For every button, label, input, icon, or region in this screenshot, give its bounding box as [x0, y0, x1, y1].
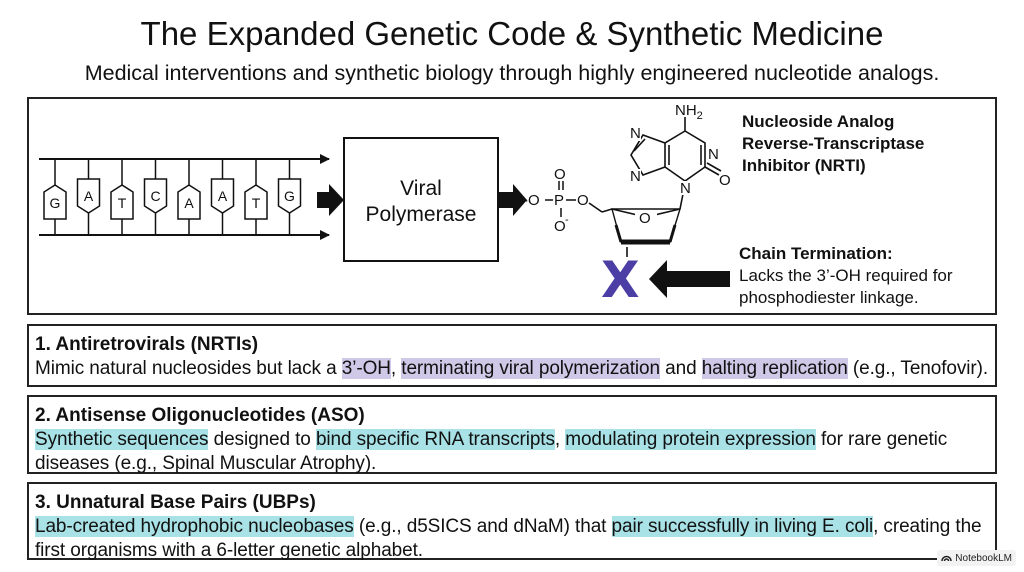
- highlighted-phrase: Synthetic sequences: [35, 429, 209, 450]
- phosphate-oxygen-bottom-charge: -: [565, 214, 569, 226]
- nucleoside-structure: [588, 117, 722, 257]
- card-body: Mimic natural nucleosides but lack a 3’-…: [35, 357, 989, 381]
- card-title: 1. Antiretrovirals (NRTIs): [35, 334, 259, 355]
- highlighted-phrase: Lab-created hydrophobic nucleobases: [35, 516, 354, 537]
- dna-base-5: A: [177, 159, 201, 235]
- ketone-oxygen: O: [719, 172, 731, 189]
- notebooklm-logo-icon: [941, 555, 953, 562]
- atom-n-4: N: [680, 180, 691, 197]
- highlighted-phrase: halting replication: [701, 358, 848, 379]
- highlighted-phrase: modulating protein expression: [565, 429, 816, 450]
- polymerase-box: [343, 137, 499, 262]
- notebooklm-watermark: NotebookLM: [937, 550, 1016, 566]
- output-arrow: [498, 184, 527, 216]
- dna-base-7: T: [244, 159, 268, 235]
- chain-termination-line2: phosphodiester linkage.: [739, 288, 919, 307]
- highlighted-phrase: 3’-OH: [341, 358, 391, 379]
- phosphate-group: -O P O O - O: [523, 166, 589, 235]
- card-antiretrovirals: 1. Antiretrovirals (NRTIs) Mimic natural…: [27, 324, 997, 387]
- body-text: , creating the first organisms with a 6-…: [35, 516, 982, 561]
- body-text: designed to: [208, 429, 316, 450]
- dna-base-letter: G: [50, 195, 61, 211]
- watermark-text: NotebookLM: [955, 552, 1012, 564]
- atom-n-1: N: [630, 125, 641, 142]
- blocked-x-mark: X: [601, 251, 640, 309]
- dna-base-8: G: [277, 159, 302, 235]
- card-antisense-oligonucleotides: 2. Antisense Oligonucleotides (ASO) Synt…: [27, 395, 997, 474]
- body-text: ,: [554, 429, 566, 450]
- chain-termination-line1: Lacks the 3’-OH required for: [739, 266, 953, 285]
- nrti-label-line1: Nucleoside Analog: [742, 112, 894, 131]
- atom-n-2: N: [630, 168, 641, 185]
- nrti-label-line3: Inhibitor (NRTI): [742, 156, 866, 175]
- polymerase-label-line2: Polymerase: [366, 203, 477, 226]
- body-text: and: [659, 358, 702, 379]
- phosphate-p: P: [554, 192, 564, 209]
- card-title: 2. Antisense Oligonucleotides (ASO): [35, 405, 365, 426]
- card-title: 3. Unnatural Base Pairs (UBPs): [35, 492, 316, 513]
- chain-termination-label: Chain Termination: Lacks the 3’-OH requi…: [739, 244, 953, 307]
- dna-base-letter: G: [284, 188, 295, 204]
- amine-group: NH2: [675, 102, 703, 122]
- page-title: The Expanded Genetic Code & Synthetic Me…: [140, 15, 884, 52]
- dna-base-1: G: [43, 159, 67, 235]
- dna-base-4: C: [143, 159, 168, 235]
- termination-arrow: [649, 260, 730, 298]
- chain-termination-title: Chain Termination:: [739, 244, 893, 263]
- body-text: for rare genetic diseases (e.g., Spinal …: [35, 429, 948, 474]
- dna-base-letter: T: [118, 195, 127, 211]
- body-text: (e.g., Tenofovir).: [847, 358, 989, 379]
- phosphate-oxygen-bottom: O: [554, 218, 566, 235]
- nrti-label: Nucleoside Analog Reverse-Transcriptase …: [742, 112, 924, 175]
- dna-base-letter: A: [218, 188, 228, 204]
- input-arrow: [317, 184, 344, 216]
- phosphate-oxygen-link: O: [577, 192, 589, 209]
- highlighted-phrase: terminating viral polymerization: [401, 358, 660, 379]
- page-subtitle: Medical interventions and synthetic biol…: [84, 61, 940, 85]
- diagram-panel: G A T C A A T G Viral Polymerase -O P O O - O: [27, 97, 997, 315]
- card-body: Lab-created hydrophobic nucleobases (e.g…: [35, 515, 989, 563]
- dna-base-3: T: [110, 159, 134, 235]
- card-body: Synthetic sequences designed to bind spe…: [35, 428, 989, 476]
- phosphate-oxygen-top: O: [554, 166, 566, 183]
- polymerase-label-line1: Viral: [400, 177, 442, 200]
- atom-n-3: N: [708, 146, 719, 163]
- dna-base-2: A: [76, 159, 101, 235]
- chain-termination-diagram: G A T C A A T G Viral Polymerase -O P O O - O: [39, 102, 953, 309]
- nucleoside-atoms: O NH2 N N N N O: [629, 102, 731, 227]
- body-text: ,: [390, 358, 402, 379]
- body-text: (e.g., d5SICS and dNaM) that: [353, 516, 612, 537]
- ring-oxygen: O: [639, 210, 651, 227]
- dna-base-letter: A: [184, 195, 194, 211]
- card-unnatural-base-pairs: 3. Unnatural Base Pairs (UBPs) Lab-creat…: [27, 482, 997, 563]
- highlighted-phrase: pair successfully in living E. coli: [611, 516, 874, 537]
- dna-base-letter: T: [252, 195, 261, 211]
- dna-base-letter: A: [84, 188, 94, 204]
- dna-base-letter: C: [150, 188, 160, 204]
- dna-base-6: A: [210, 159, 235, 235]
- nrti-label-line2: Reverse-Transcriptase: [742, 134, 924, 153]
- phosphate-neg-oxygen: -O: [523, 192, 540, 209]
- highlighted-phrase: bind specific RNA transcripts: [315, 429, 555, 450]
- body-text: Mimic natural nucleosides but lack a: [35, 358, 342, 379]
